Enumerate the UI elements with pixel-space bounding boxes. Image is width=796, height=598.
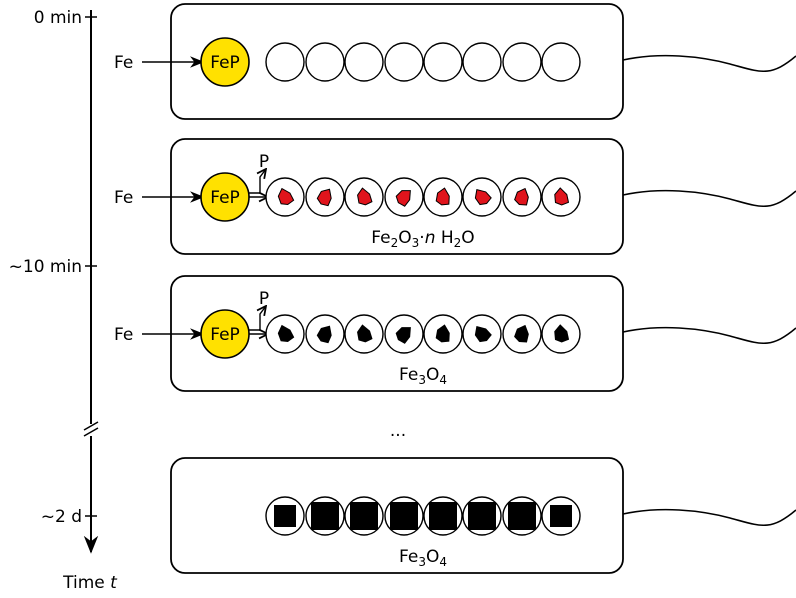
product-release-arrow (249, 306, 266, 331)
magnetite-crystal (554, 324, 570, 343)
magnetite-crystal (550, 505, 572, 527)
ferrihydrite-crystal (357, 187, 373, 206)
fep-label: FeP (210, 325, 240, 345)
mineral-formula: Fe3O4 (399, 547, 447, 569)
flagellum (622, 54, 796, 72)
magnetite-crystal (468, 502, 496, 530)
iron-input-label: Fe (114, 53, 133, 73)
mineral-formula: Fe2O3·n H2O (371, 228, 474, 250)
stage-panel-0: Fe FeP (114, 3, 796, 120)
axis-break-mark (83, 421, 99, 431)
magnetosome-vesicle (462, 42, 502, 82)
magnetite-crystal (274, 505, 296, 527)
time-axis: 0 min ~10 min ~2 d Time t (9, 8, 119, 593)
flagellum (622, 326, 796, 344)
magnetite-crystal (514, 324, 529, 343)
magnetite-crystal (390, 502, 418, 530)
ferrihydrite-crystal (514, 187, 529, 206)
ferrihydrite-crystal (395, 190, 411, 207)
flagellum (622, 189, 796, 207)
stage-panel-1: Fe FeP P Fe2O3·n H2O (114, 138, 796, 255)
magnetite-crystal (429, 502, 457, 530)
mineral-formula: Fe3O4 (399, 365, 447, 387)
magnetite-crystal (311, 502, 339, 530)
iron-input-label: Fe (114, 188, 133, 208)
magnetite-crystal (474, 326, 492, 343)
flagellum (622, 508, 796, 526)
magnetosome-vesicle (344, 42, 384, 82)
magnetite-crystal (350, 502, 378, 530)
tick-label: ~2 d (41, 507, 82, 527)
axis-break-mark (83, 427, 99, 437)
ferrihydrite-crystal (435, 187, 450, 206)
ferrihydrite-crystal (316, 188, 332, 207)
fep-enzyme (200, 37, 250, 87)
magnetosome-vesicle (265, 42, 305, 82)
stage-panel-3: Fe3O4 (170, 457, 796, 574)
magnetite-crystal (316, 325, 332, 344)
ferrihydrite-crystal (474, 189, 492, 206)
ellipsis: ... (390, 421, 406, 441)
axis-title: Time t (62, 573, 118, 593)
product-release-arrow (249, 169, 266, 194)
magnetosome-vesicle (502, 42, 542, 82)
magnetosome-vesicle (384, 42, 424, 82)
fep-label: FeP (210, 53, 240, 73)
ferrihydrite-crystal (277, 187, 295, 206)
product-label: P (259, 152, 269, 172)
magnetite-crystal (508, 502, 536, 530)
product-label: P (259, 289, 269, 309)
tick-label: ~10 min (9, 257, 82, 277)
magnetite-crystal (277, 324, 295, 343)
fep-label: FeP (210, 188, 240, 208)
ferrihydrite-crystal (554, 187, 570, 206)
magnetosome-vesicle (423, 42, 463, 82)
magnetosome-vesicle (541, 42, 581, 82)
iron-input-label: Fe (114, 325, 133, 345)
magnetite-crystal (357, 324, 373, 343)
stage-panel-2: Fe FeP P Fe3O4 (114, 275, 796, 392)
magnetosome-vesicle (305, 42, 345, 82)
tick-label: 0 min (34, 8, 82, 28)
magnetite-crystal (435, 324, 450, 343)
magnetite-crystal (395, 327, 411, 344)
